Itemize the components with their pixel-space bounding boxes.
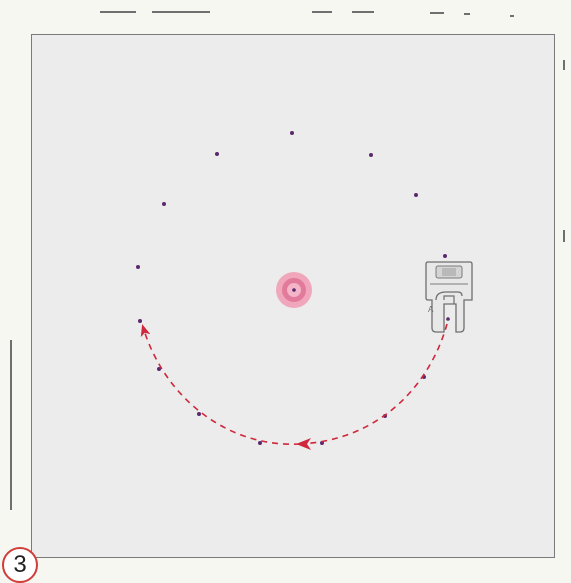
- step-number-badge: 3: [2, 547, 38, 583]
- circle-point: [258, 441, 262, 445]
- circle-point: [290, 131, 294, 135]
- circle-point: [162, 202, 166, 206]
- circle-point: [157, 367, 161, 371]
- step-number: 3: [13, 551, 27, 578]
- center-pivot-icon: [276, 272, 312, 308]
- presser-foot-icon: A: [425, 261, 473, 333]
- circle-points: [136, 131, 447, 445]
- svg-text:A: A: [428, 305, 434, 314]
- circle-point: [197, 412, 201, 416]
- path-direction-arrowhead: [296, 438, 311, 450]
- circle-point: [136, 265, 140, 269]
- circle-point: [215, 152, 219, 156]
- circle-point: [414, 193, 418, 197]
- circle-point: [369, 153, 373, 157]
- circle-point: [138, 319, 142, 323]
- stitch-path-arrow: [140, 323, 448, 445]
- circle-point: [443, 254, 447, 258]
